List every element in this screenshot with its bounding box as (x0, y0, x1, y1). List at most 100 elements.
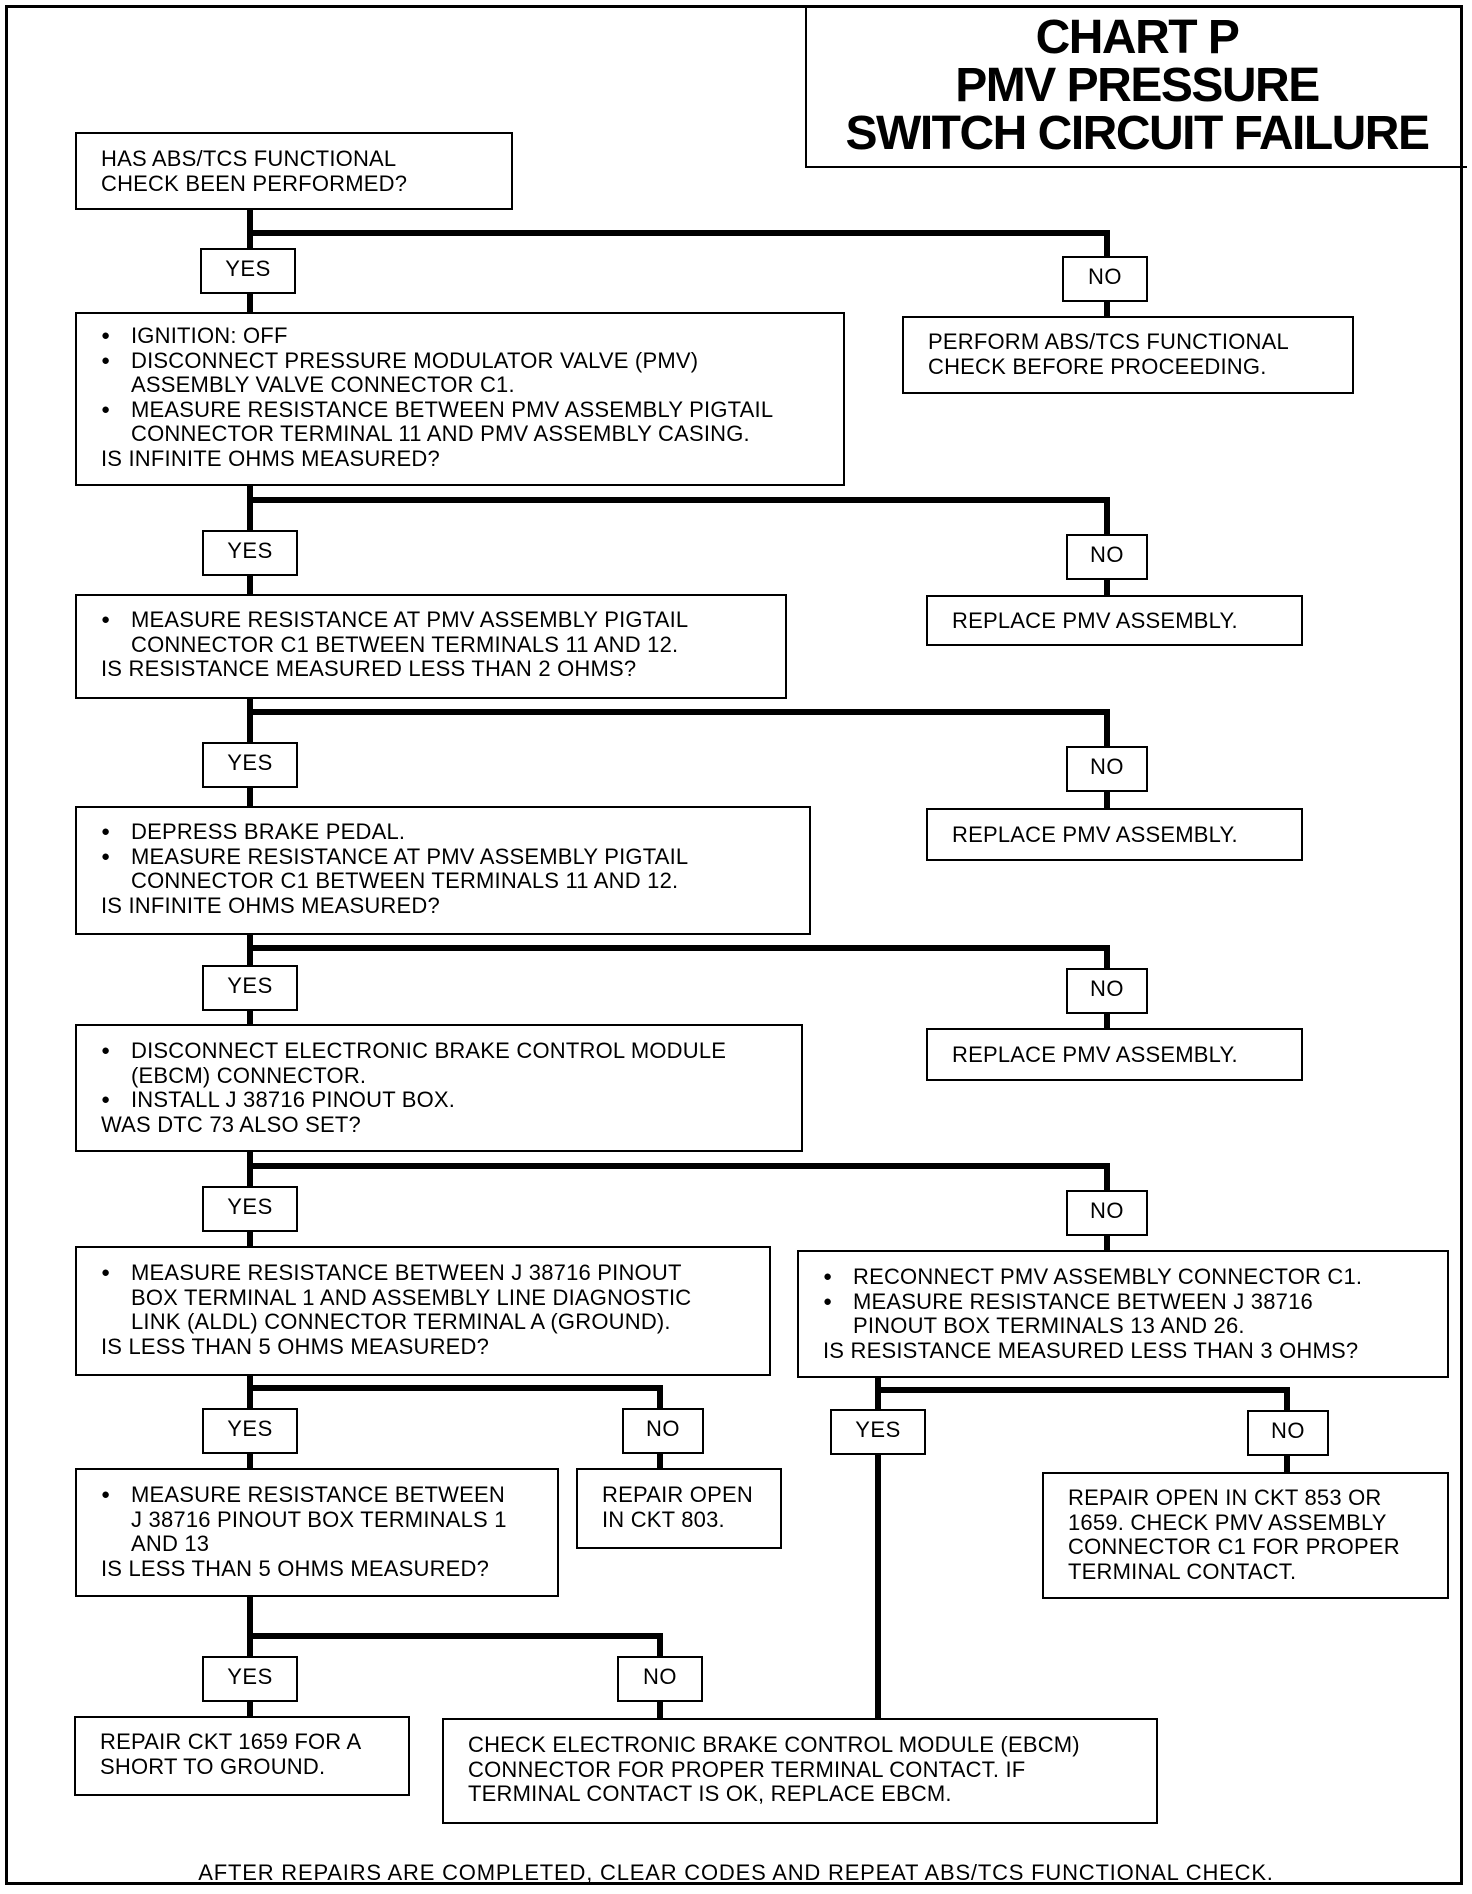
connector-step5b-no (878, 1387, 1290, 1412)
box-step3-text: DEPRESS BRAKE PEDAL. (131, 819, 406, 844)
box-step2-bullet: MEASURE RESISTANCE AT PMV ASSEMBLY PIGTA… (101, 607, 769, 633)
box-no4: REPLACE PMV ASSEMBLY. (926, 1028, 1303, 1081)
box-no5-line: IN CKT 803. (602, 1506, 725, 1532)
yes-tag-1: YES (200, 248, 296, 294)
connector-step5-no (250, 1385, 663, 1410)
box-no1-line: CHECK BEFORE PROCEEDING. (928, 353, 1267, 379)
box-start-line: HAS ABS/TCS FUNCTIONAL (101, 146, 397, 171)
box-step3-bullet: MEASURE RESISTANCE AT PMV ASSEMBLY PIGTA… (101, 843, 793, 870)
box-no5: REPAIR OPEN IN CKT 803. (576, 1468, 782, 1549)
box-yes6: REPAIR CKT 1659 FOR A SHORT TO GROUND. (74, 1716, 410, 1796)
box-step1-text: DISCONNECT PRESSURE MODULATOR VALVE (PMV… (131, 347, 699, 373)
box-step2-question: IS RESISTANCE MEASURED LESS THAN 2 OHMS? (101, 656, 637, 681)
box-step5: MEASURE RESISTANCE BETWEEN J 38716 PINOU… (75, 1246, 771, 1376)
no-tag-1: NO (1062, 256, 1148, 302)
box-step4-text: INSTALL J 38716 PINOUT BOX. (131, 1087, 456, 1112)
box-step5-text: LINK (ALDL) CONNECTOR TERMINAL A (GROUND… (131, 1309, 671, 1334)
box-yes6-line: SHORT TO GROUND. (100, 1753, 326, 1779)
footer-note: AFTER REPAIRS ARE COMPLETED, CLEAR CODES… (198, 1860, 1274, 1885)
box-step5-text: MEASURE RESISTANCE BETWEEN J 38716 PINOU… (131, 1260, 682, 1285)
box-step5b-question: IS RESISTANCE MEASURED LESS THAN 3 OHMS? (823, 1337, 1359, 1363)
box-no1-line: PERFORM ABS/TCS FUNCTIONAL (928, 329, 1289, 354)
box-final-line: CHECK ELECTRONIC BRAKE CONTROL MODULE (E… (468, 1732, 1080, 1757)
box-no3: REPLACE PMV ASSEMBLY. (926, 808, 1303, 861)
box-no5-line: REPAIR OPEN (602, 1482, 753, 1507)
box-no3-line: REPLACE PMV ASSEMBLY. (952, 822, 1238, 847)
box-step3: DEPRESS BRAKE PEDAL. MEASURE RESISTANCE … (75, 806, 811, 935)
box-step6-text: AND 13 (131, 1531, 210, 1556)
box-no5b-line: TERMINAL CONTACT. (1068, 1558, 1297, 1584)
box-step1-bullet: DISCONNECT PRESSURE MODULATOR VALVE (PMV… (101, 347, 827, 374)
box-step5b-text: PINOUT BOX TERMINALS 13 AND 26. (853, 1313, 1245, 1338)
box-step1-bullet: MEASURE RESISTANCE BETWEEN PMV ASSEMBLY … (101, 396, 827, 423)
box-step6-text: J 38716 PINOUT BOX TERMINALS 1 (131, 1506, 507, 1532)
no-tag-6: NO (622, 1408, 704, 1454)
box-no2-line: REPLACE PMV ASSEMBLY. (952, 608, 1238, 633)
box-step6: MEASURE RESISTANCE BETWEEN J 38716 PINOU… (75, 1468, 559, 1597)
box-step1-bullet: IGNITION: OFF (101, 323, 827, 349)
box-step5b: RECONNECT PMV ASSEMBLY CONNECTOR C1. MEA… (797, 1250, 1449, 1378)
box-start-line: CHECK BEEN PERFORMED? (101, 170, 408, 196)
box-step5b-bullet: MEASURE RESISTANCE BETWEEN J 38716 (823, 1288, 1431, 1315)
yes-tag-4: YES (202, 965, 298, 1011)
box-step3-text: MEASURE RESISTANCE AT PMV ASSEMBLY PIGTA… (131, 843, 689, 869)
box-step1-text: IGNITION: OFF (131, 323, 288, 348)
yes-tag-8: YES (202, 1656, 298, 1702)
yes-tag-5: YES (202, 1186, 298, 1232)
chart-title-line-1: CHART P (1035, 11, 1240, 64)
no-tag-8: NO (617, 1656, 703, 1702)
box-step2-text: MEASURE RESISTANCE AT PMV ASSEMBLY PIGTA… (131, 607, 689, 632)
connector-step1-no (250, 497, 1110, 538)
chart-title-line-2: PMV PRESSURE (955, 59, 1320, 112)
box-step1-text: ASSEMBLY VALVE CONNECTOR C1. (131, 372, 515, 397)
box-step3-question: IS INFINITE OHMS MEASURED? (101, 892, 440, 918)
no-tag-7: NO (1247, 1410, 1329, 1456)
no-tag-2: NO (1066, 534, 1148, 580)
connector-step6-no (250, 1633, 663, 1658)
box-no5b-line: REPAIR OPEN IN CKT 853 OR (1068, 1485, 1382, 1510)
yes-tag-6: YES (202, 1408, 298, 1454)
box-no5b: REPAIR OPEN IN CKT 853 OR 1659. CHECK PM… (1042, 1472, 1449, 1599)
box-step4-bullet: DISCONNECT ELECTRONIC BRAKE CONTROL MODU… (101, 1038, 785, 1064)
box-step3-bullet: DEPRESS BRAKE PEDAL. (101, 819, 793, 845)
box-step5b-bullet: RECONNECT PMV ASSEMBLY CONNECTOR C1. (823, 1264, 1431, 1290)
box-step6-bullet: MEASURE RESISTANCE BETWEEN (101, 1482, 541, 1508)
box-step2-text: CONNECTOR C1 BETWEEN TERMINALS 11 AND 12… (131, 631, 679, 657)
box-no1: PERFORM ABS/TCS FUNCTIONAL CHECK BEFORE … (902, 316, 1354, 394)
box-step3-text: CONNECTOR C1 BETWEEN TERMINALS 11 AND 12… (131, 868, 679, 893)
no-tag-5: NO (1066, 1190, 1148, 1236)
box-step2: MEASURE RESISTANCE AT PMV ASSEMBLY PIGTA… (75, 594, 787, 699)
yes-tag-2: YES (202, 530, 298, 576)
box-final-line: CONNECTOR FOR PROPER TERMINAL CONTACT. I… (468, 1756, 1026, 1782)
box-step4-question: WAS DTC 73 ALSO SET? (101, 1111, 361, 1137)
box-step4-bullet: INSTALL J 38716 PINOUT BOX. (101, 1087, 785, 1113)
connector-step3-no (250, 945, 1110, 972)
page-border (5, 5, 1463, 1885)
box-step5-text: BOX TERMINAL 1 AND ASSEMBLY LINE DIAGNOS… (131, 1284, 692, 1310)
box-no2: REPLACE PMV ASSEMBLY. (926, 595, 1303, 646)
connector-start-no (250, 230, 1110, 260)
box-no5b-line: CONNECTOR C1 FOR PROPER (1068, 1534, 1400, 1559)
box-final-line: TERMINAL CONTACT IS OK, REPLACE EBCM. (468, 1781, 952, 1806)
box-no4-line: REPLACE PMV ASSEMBLY. (952, 1042, 1238, 1067)
box-step5-bullet: MEASURE RESISTANCE BETWEEN J 38716 PINOU… (101, 1260, 753, 1286)
box-step5b-text: MEASURE RESISTANCE BETWEEN J 38716 (853, 1288, 1313, 1314)
no-tag-4: NO (1066, 968, 1148, 1014)
box-step4-text: DISCONNECT ELECTRONIC BRAKE CONTROL MODU… (131, 1038, 727, 1063)
box-step5-question: IS LESS THAN 5 OHMS MEASURED? (101, 1333, 490, 1359)
box-yes6-line: REPAIR CKT 1659 FOR A (100, 1729, 362, 1754)
chart-title: CHART P PMV PRESSURE SWITCH CIRCUIT FAIL… (805, 6, 1467, 168)
box-no5b-line: 1659. CHECK PMV ASSEMBLY (1068, 1509, 1387, 1535)
box-step4-text: (EBCM) CONNECTOR. (131, 1062, 367, 1088)
box-step1-text: MEASURE RESISTANCE BETWEEN PMV ASSEMBLY … (131, 396, 774, 422)
no-tag-3: NO (1066, 746, 1148, 792)
box-start: HAS ABS/TCS FUNCTIONAL CHECK BEEN PERFOR… (75, 132, 513, 210)
box-step1-text: CONNECTOR TERMINAL 11 AND PMV ASSEMBLY C… (131, 421, 750, 446)
box-step6-question: IS LESS THAN 5 OHMS MEASURED? (101, 1555, 490, 1581)
box-step6-text: MEASURE RESISTANCE BETWEEN (131, 1482, 505, 1507)
box-step5b-text: RECONNECT PMV ASSEMBLY CONNECTOR C1. (853, 1264, 1363, 1289)
box-step4: DISCONNECT ELECTRONIC BRAKE CONTROL MODU… (75, 1024, 803, 1152)
connector-step2-no (250, 709, 1110, 750)
